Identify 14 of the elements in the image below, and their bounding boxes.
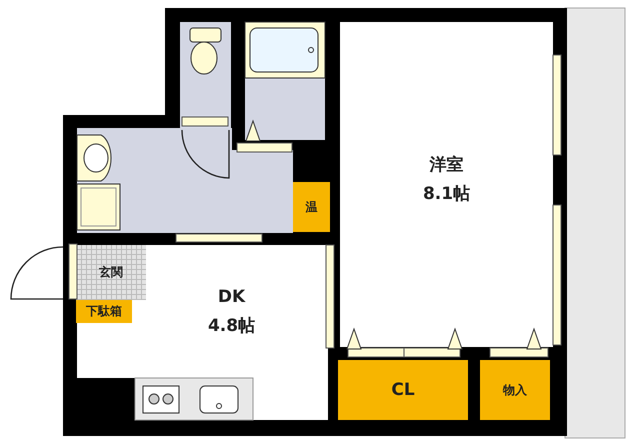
room-label: 玄関 [99, 265, 123, 280]
entry-area [76, 245, 146, 300]
room-label: 物入 [503, 382, 527, 398]
area-label: 8.1帖 [422, 184, 470, 204]
area-label: 4.8帖 [208, 316, 256, 336]
room-label: 下駄箱 [86, 304, 122, 319]
storage-area [338, 360, 468, 420]
room-label: 温 [306, 200, 318, 214]
room-label: CL [391, 380, 415, 400]
storage-area [480, 360, 550, 420]
storage-area [76, 300, 132, 323]
storage-area [293, 182, 330, 232]
room-label: 洋室 [430, 155, 464, 176]
room-label: DK [218, 287, 246, 308]
